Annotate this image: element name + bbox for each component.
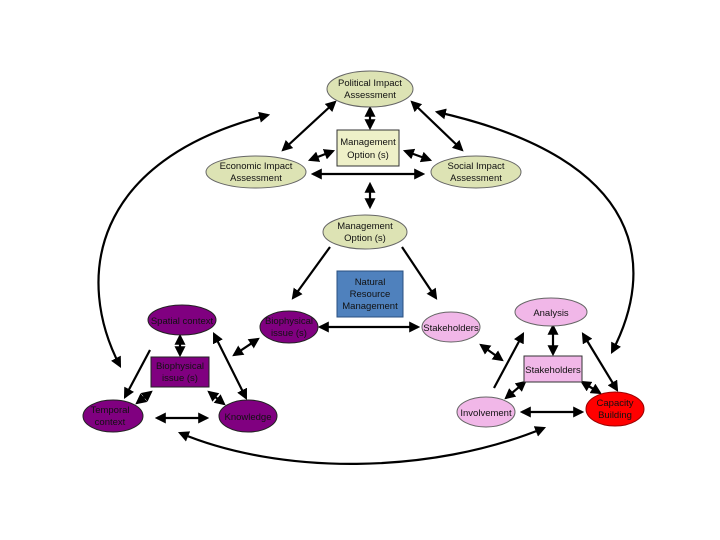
nrm-line-3: Management xyxy=(342,301,398,312)
node-natural-resource-management: Natural Resource Management xyxy=(336,270,404,318)
bio-center-line-2: issue (s) xyxy=(271,328,307,339)
capacity-line-2: Building xyxy=(598,410,632,421)
node-temporal-context: Temporal context xyxy=(82,399,144,433)
node-economic-impact-assessment: Economic Impact Assessment xyxy=(205,155,307,189)
mgmt-mid-line-2: Option (s) xyxy=(344,233,386,244)
social-line-2: Assessment xyxy=(450,173,502,184)
arrow-stakeholders-box-involvement xyxy=(504,380,527,400)
knowledge-label: Knowledge xyxy=(224,412,271,423)
arrow-bio-center-bio-box xyxy=(232,337,260,357)
node-biophysical-issue-box: Biophysical issue (s) xyxy=(150,356,210,388)
arrow-curve-right xyxy=(434,108,635,354)
bio-box-line-1: Biophysical xyxy=(156,361,204,372)
node-stakeholders-box: Stakeholders xyxy=(523,355,583,383)
node-management-option-middle: Management Option (s) xyxy=(322,214,408,250)
economic-line-2: Assessment xyxy=(230,173,282,184)
arrow-analysis-capacity xyxy=(581,332,619,392)
node-stakeholders-center: Stakeholders xyxy=(421,311,481,343)
mgmt-top-line-2: Option (s) xyxy=(347,150,389,161)
arrow-spatial-knowledge xyxy=(213,332,247,400)
mgmt-top-line-1: Management xyxy=(340,137,396,148)
social-line-1: Social Impact xyxy=(447,161,504,172)
arrow-stakeholders-box-capacity xyxy=(580,380,602,395)
capacity-line-1: Capacity xyxy=(597,398,634,409)
bio-center-line-1: Biophysical xyxy=(265,316,313,327)
temporal-line-2: context xyxy=(95,417,126,428)
node-capacity-building: Capacity Building xyxy=(585,391,645,427)
node-involvement: Involvement xyxy=(456,396,516,428)
arrow-spatial-temporal xyxy=(123,349,151,399)
involvement-label: Involvement xyxy=(460,408,512,419)
arrow-involvement-analysis xyxy=(493,332,525,389)
nodes: Political Impact Assessment Management O… xyxy=(82,70,645,433)
temporal-line-1: Temporal xyxy=(90,405,129,416)
node-spatial-context: Spatial context xyxy=(147,304,217,336)
political-line-2: Assessment xyxy=(344,90,396,101)
arrow-bio-box-temporal xyxy=(135,390,153,405)
arrow-mgmt-top-economic xyxy=(307,149,336,162)
analysis-label: Analysis xyxy=(533,308,569,319)
connectors xyxy=(97,100,635,465)
arrow-curve-bottom xyxy=(177,426,547,465)
nrm-line-2: Resource xyxy=(350,289,391,300)
stakeholders-center-label: Stakeholders xyxy=(423,323,479,334)
spatial-label: Spatial context xyxy=(151,316,214,327)
arrow-mgmt-mid-stakeholders-center xyxy=(401,246,438,300)
arrow-stakeholders-center-box xyxy=(479,343,504,362)
political-line-1: Political Impact xyxy=(338,78,402,89)
economic-line-1: Economic Impact xyxy=(220,161,293,172)
node-political-impact-assessment: Political Impact Assessment xyxy=(326,70,414,108)
bio-box-line-2: issue (s) xyxy=(162,373,198,384)
nrm-line-1: Natural xyxy=(355,277,386,288)
arrow-mgmt-mid-bio-center xyxy=(291,246,331,300)
stakeholders-box-label: Stakeholders xyxy=(525,365,581,376)
mgmt-mid-line-1: Management xyxy=(337,221,393,232)
node-social-impact-assessment: Social Impact Assessment xyxy=(430,155,522,189)
node-biophysical-issue-center: Biophysical issue (s) xyxy=(259,310,319,344)
arrow-curve-left xyxy=(97,111,271,368)
arrow-bio-box-knowledge xyxy=(207,390,226,406)
node-knowledge: Knowledge xyxy=(218,399,278,433)
node-analysis: Analysis xyxy=(514,297,588,327)
arrow-political-economic xyxy=(281,100,337,152)
arrow-mgmt-top-social xyxy=(402,148,433,163)
arrow-political-social xyxy=(410,100,464,152)
node-management-option-top: Management Option (s) xyxy=(336,129,400,167)
